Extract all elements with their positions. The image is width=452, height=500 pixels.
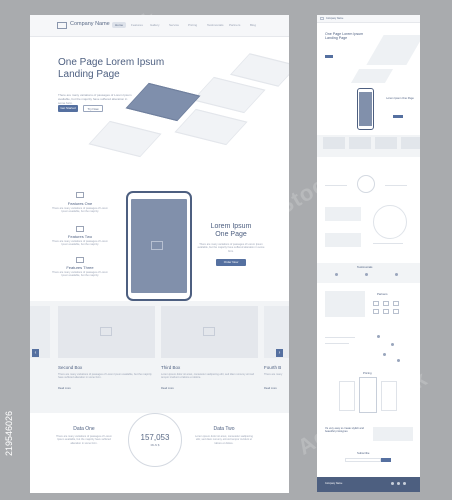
nav-item-home[interactable]: Home bbox=[112, 22, 127, 28]
data-two-text: Lorem ipsum dolor sit amet, consetetur s… bbox=[195, 435, 253, 445]
get-started-button[interactable]: Get Started bbox=[58, 105, 78, 112]
header-bar: Company Name Home Features Gallery Servi… bbox=[30, 15, 289, 37]
nav-item-partners[interactable]: Partners bbox=[229, 23, 241, 27]
feature-two-icon bbox=[76, 226, 84, 232]
read-more-link[interactable]: Read more bbox=[58, 387, 71, 390]
nav-item-testimonials[interactable]: Testimonials bbox=[207, 23, 224, 27]
feature-two-text: There are many variations of passages of… bbox=[52, 240, 108, 247]
iso-card bbox=[230, 53, 289, 87]
preview-logo-icon bbox=[320, 17, 324, 20]
preview-phone bbox=[357, 88, 374, 130]
preview-pricing-card bbox=[339, 381, 355, 411]
company-name[interactable]: Company Name bbox=[70, 21, 110, 27]
iso-card bbox=[88, 120, 162, 158]
preview-company-name: Company Name bbox=[326, 17, 344, 20]
preview-hero-title: One Page Lorem Ipsum Landing Page bbox=[325, 32, 364, 41]
nav-item-service[interactable]: Service bbox=[169, 23, 180, 27]
phone-section-title: Lorem Ipsum One Page bbox=[210, 223, 252, 238]
phone-mockup bbox=[126, 191, 192, 301]
preview-pricing-title: Pricing bbox=[363, 371, 372, 375]
box-text-fourth: There are many bbox=[264, 373, 283, 376]
gallery-image-third bbox=[161, 306, 258, 358]
data-circle bbox=[128, 413, 182, 467]
preview-circle-graphic bbox=[373, 205, 407, 239]
gallery-prev-arrow[interactable]: ‹ bbox=[32, 349, 39, 357]
feature-three-title: Features Three bbox=[66, 265, 94, 270]
preview-iso-cards bbox=[350, 69, 394, 83]
phone-section-text: There are many variations of passages of… bbox=[197, 243, 265, 253]
preview-hero-button bbox=[325, 55, 333, 58]
nav-item-pricing[interactable]: Pricing bbox=[188, 23, 198, 27]
preview-block bbox=[325, 233, 361, 247]
iso-card bbox=[192, 76, 266, 114]
full-page-preview: Company Name One Page Lorem Ipsum Landin… bbox=[317, 15, 420, 492]
gallery-image-partial bbox=[30, 306, 50, 358]
preview-footer bbox=[317, 477, 420, 492]
try-now-button[interactable]: Try Now bbox=[83, 105, 103, 112]
preview-partners-title: Partners bbox=[377, 292, 388, 296]
order-now-button[interactable]: Order Now bbox=[216, 259, 246, 266]
iso-card bbox=[174, 108, 248, 146]
preview-block bbox=[325, 207, 361, 221]
image-icon bbox=[203, 327, 215, 336]
feature-three-text: There are many variations of passages of… bbox=[52, 271, 108, 278]
preview-phone-title: Lorem Ipsum One Page bbox=[386, 97, 414, 100]
logo-icon[interactable] bbox=[57, 22, 67, 29]
hero-text: There are many variations of passages of… bbox=[58, 93, 132, 105]
preview-pricing-card bbox=[381, 381, 397, 411]
image-icon bbox=[100, 327, 112, 336]
data-value-label: MLN $ bbox=[150, 443, 160, 447]
preview-testimonials-title: Testimonials bbox=[357, 265, 373, 269]
feature-one-text: There are many variations of passages of… bbox=[52, 207, 108, 214]
read-more-link[interactable]: Read more bbox=[161, 387, 174, 390]
hero-title: One Page Lorem Ipsum Landing Page bbox=[58, 57, 165, 80]
box-title-fourth: Fourth B bbox=[264, 365, 282, 370]
feature-one-title: Features One bbox=[67, 201, 93, 206]
stock-id: 219546026 bbox=[4, 410, 14, 456]
preview-subscribe-input bbox=[345, 458, 381, 462]
preview-footer-company: Company Name bbox=[325, 482, 343, 485]
preview-image bbox=[325, 291, 365, 317]
preview-pricing-card bbox=[359, 377, 377, 413]
feature-one-icon bbox=[76, 192, 84, 198]
box-text-third: Lorem ipsum dolor sit amet, consetetur s… bbox=[161, 373, 255, 380]
phone-screen bbox=[131, 199, 187, 293]
feature-two-title: Features Two bbox=[67, 234, 93, 239]
nav-item-features[interactable]: Features bbox=[131, 23, 143, 27]
read-more-link[interactable]: Read more bbox=[264, 387, 277, 390]
main-landing-page: Company Name Home Features Gallery Servi… bbox=[30, 15, 289, 493]
preview-header bbox=[317, 15, 420, 23]
gallery-image-second bbox=[58, 306, 155, 358]
preview-data-circle bbox=[357, 175, 375, 193]
data-one-text: There are many variations of passages of… bbox=[56, 435, 112, 445]
nav-item-blog[interactable]: Blog bbox=[250, 23, 257, 27]
box-title-third: Third Box bbox=[161, 365, 181, 370]
preview-testimonials bbox=[317, 263, 420, 283]
image-icon bbox=[151, 241, 163, 250]
preview-subscribe-button bbox=[381, 458, 391, 462]
nav-item-gallery[interactable]: Gallery bbox=[150, 23, 160, 27]
data-value: 157,053 bbox=[140, 433, 170, 442]
gallery-next-arrow[interactable]: › bbox=[276, 349, 283, 357]
data-two-title: Data Two bbox=[213, 426, 235, 432]
feature-three-icon bbox=[76, 257, 84, 263]
preview-order-button bbox=[393, 115, 403, 118]
box-text-second: There are many variations of passages of… bbox=[58, 373, 152, 380]
preview-subscribe-title: Subscribe bbox=[357, 451, 370, 455]
box-title-second: Second Box bbox=[58, 365, 83, 370]
data-one-title: Data One bbox=[73, 426, 95, 432]
preview-closing-title: It's very easy to create stylish and bea… bbox=[325, 427, 364, 434]
